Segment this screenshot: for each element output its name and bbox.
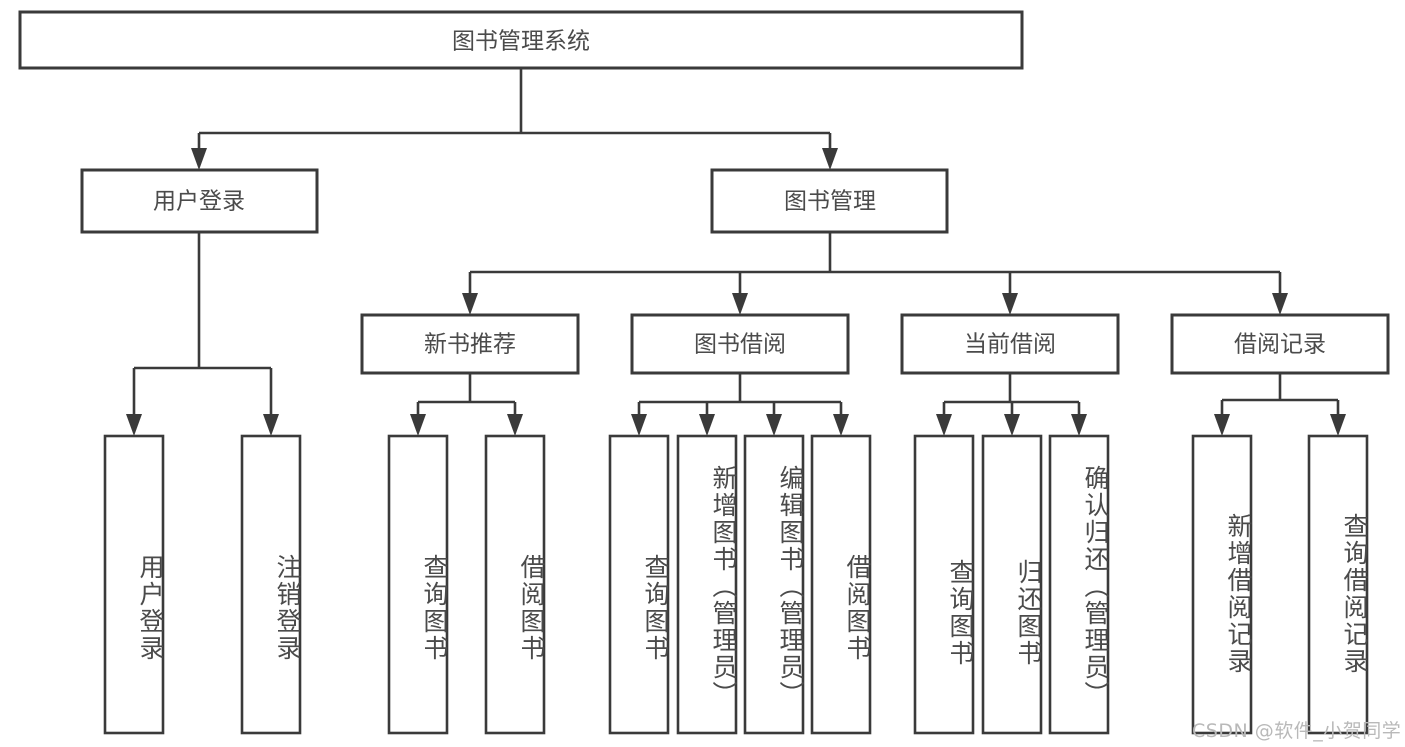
arrowhead-current-borrow (1002, 293, 1018, 315)
arrowhead-leaf-confirm-return (1071, 414, 1087, 436)
node-current-borrow-label: 当前借阅 (964, 332, 1056, 358)
leaf-box-user-login[interactable] (103, 434, 165, 735)
node-root-box[interactable] (18, 10, 1024, 70)
node-user-login[interactable]: 用户登录 (80, 168, 319, 234)
arrowhead-leaf-borrow-book-a (507, 414, 523, 436)
node-borrow-record-label: 借阅记录 (1234, 332, 1326, 358)
leaf-box-logout[interactable] (240, 434, 302, 735)
arrowhead-leaf-edit-book (766, 414, 782, 436)
arrowhead-leaf-return-book (1004, 414, 1020, 436)
connectors (126, 68, 1346, 436)
node-root[interactable]: 图书管理系统 (18, 10, 1024, 70)
leaf-box-return-book[interactable] (981, 434, 1043, 735)
leaf-box-edit-book[interactable] (743, 434, 805, 735)
node-root-label: 图书管理系统 (452, 29, 590, 55)
node-book-manage-label: 图书管理 (784, 189, 876, 215)
node-current-borrow[interactable]: 当前借阅 (900, 313, 1120, 375)
node-user-login-box[interactable] (80, 168, 319, 234)
leaf-box-confirm-return[interactable] (1048, 434, 1110, 735)
arrowhead-leaf-logout (263, 414, 279, 436)
node-new-book-rec-box[interactable] (360, 313, 580, 375)
leaf-box-query-book-a[interactable] (387, 434, 449, 735)
leaf-box-query-book-b[interactable] (608, 434, 670, 735)
node-book-borrow-label: 图书借阅 (694, 332, 786, 358)
node-borrow-record-box[interactable] (1170, 313, 1390, 375)
arrowhead-leaf-borrow-book-b (833, 414, 849, 436)
node-book-borrow[interactable]: 图书借阅 (630, 313, 850, 375)
arrowhead-user-login (191, 148, 207, 170)
leaf-boxes (103, 434, 1369, 735)
arrowhead-new-book-rec (462, 293, 478, 315)
node-book-manage-box[interactable] (710, 168, 949, 234)
csdn-watermark: CSDN @软件_小贺同学 (1192, 720, 1402, 742)
arrowhead-leaf-query-book-a (410, 414, 426, 436)
arrowhead-leaf-add-record (1214, 414, 1230, 436)
arrowhead-book-borrow (732, 293, 748, 315)
arrowhead-leaf-add-book (699, 414, 715, 436)
arrowhead-leaf-query-record (1330, 414, 1346, 436)
node-book-borrow-box[interactable] (630, 313, 850, 375)
leaf-box-add-book[interactable] (676, 434, 738, 735)
node-current-borrow-box[interactable] (900, 313, 1120, 375)
node-book-manage[interactable]: 图书管理 (710, 168, 949, 234)
leaf-box-borrow-book-b[interactable] (810, 434, 872, 735)
node-new-book-rec-label: 新书推荐 (424, 332, 516, 358)
arrowhead-leaf-query-book-b (631, 414, 647, 436)
arrowhead-leaf-user-login (126, 414, 142, 436)
arrowhead-book-manage (822, 148, 838, 170)
node-borrow-record[interactable]: 借阅记录 (1170, 313, 1390, 375)
leaf-box-add-record[interactable] (1191, 434, 1253, 735)
arrowhead-leaf-query-book-c (936, 414, 952, 436)
node-new-book-rec[interactable]: 新书推荐 (360, 313, 580, 375)
node-user-login-label: 用户登录 (153, 189, 245, 215)
leaf-box-borrow-book-a[interactable] (484, 434, 546, 735)
leaf-box-query-book-c[interactable] (913, 434, 975, 735)
arrowhead-borrow-record (1272, 293, 1288, 315)
leaf-box-query-record[interactable] (1307, 434, 1369, 735)
